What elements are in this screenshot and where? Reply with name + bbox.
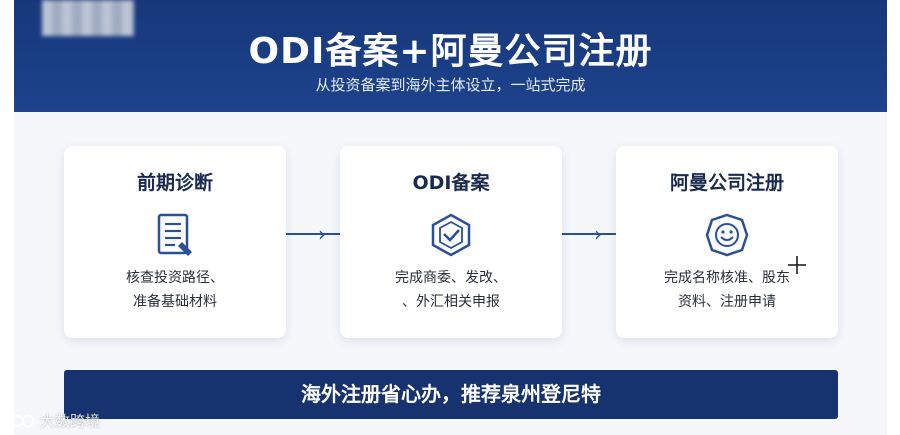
step-title: 阿曼公司注册	[669, 172, 784, 194]
arrow-right-icon: ›	[318, 222, 326, 246]
recommendation-banner: 海外注册省心办，推荐泉州登尼特	[64, 370, 838, 419]
crosshair-cursor-icon	[788, 256, 806, 274]
page-title: ODI备案+阿曼公司注册	[248, 31, 653, 72]
shield-check-icon	[426, 210, 476, 260]
header-banner: ODI备案+阿曼公司注册 从投资备案到海外主体设立，一站式完成	[14, 0, 887, 112]
blurred-logo	[42, 0, 134, 36]
step-title: ODI备案	[412, 172, 490, 194]
step-card-diagnosis: 前期诊断 核查投资路径、 准备基础材料	[64, 146, 286, 338]
page-subtitle: 从投资备案到海外主体设立，一站式完成	[315, 76, 586, 94]
step-description: 完成名称核准、股东 资料、注册申请	[664, 270, 790, 310]
arrow-right-icon: ›	[594, 222, 602, 246]
watermark-text: 大数跨境	[40, 412, 101, 430]
step-card-oman-registration: 阿曼公司注册 完成名称核准、股东 资料、注册申请	[616, 146, 838, 338]
step-description: 完成商委、发改、 、外汇相关申报	[395, 270, 507, 310]
smile-badge-icon	[702, 210, 752, 260]
step-title: 前期诊断	[136, 172, 213, 194]
watermark-logo-icon	[10, 414, 35, 427]
watermark: 大数跨境	[10, 410, 100, 431]
step-card-odi: ODI备案 完成商委、发改、 、外汇相关申报	[340, 146, 562, 338]
step-description: 核查投资路径、 准备基础材料	[126, 270, 224, 310]
document-icon	[150, 210, 200, 260]
